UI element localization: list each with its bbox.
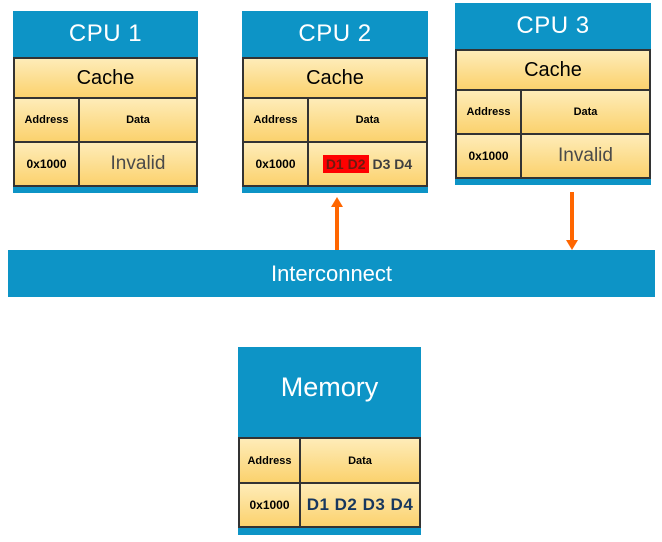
- cpu1-data-value: Invalid: [80, 143, 196, 185]
- cpu3-title: CPU 3: [516, 12, 590, 39]
- cpu1-title: CPU 1: [68, 20, 143, 47]
- arrow-down-icon: [566, 240, 578, 250]
- arrow-up-icon: [331, 197, 343, 207]
- cpu1-address-value: 0x1000: [15, 143, 78, 185]
- memory-title: Memory: [280, 372, 379, 402]
- cpu3-address-value: 0x1000: [457, 135, 520, 177]
- cpu2-data-rest: D3 D4: [372, 156, 413, 172]
- cpu2-title: CPU 2: [298, 20, 372, 47]
- memory-table: Address Data 0x1000 D1 D2 D3 D4: [238, 437, 421, 528]
- memory-address-header: Address: [240, 439, 299, 482]
- cpu3-cache-label: Cache: [457, 51, 649, 89]
- cpu2-address-value: 0x1000: [244, 143, 307, 185]
- cpu3-data-value: Invalid: [522, 135, 649, 177]
- cpu2-address-header: Address: [244, 99, 307, 141]
- cpu2-cache-label: Cache: [244, 59, 426, 97]
- cpu3-block: CPU 3 Cache Address Data 0x1000 Invalid: [455, 3, 651, 185]
- cpu1-cache-table: Cache Address Data 0x1000 Invalid: [13, 57, 198, 187]
- cpu2-cache-table: Cache Address Data 0x1000 D1 D2 D3 D4: [242, 57, 428, 187]
- memory-address-value: 0x1000: [240, 484, 299, 526]
- cpu2-data-highlighted: D1 D2: [322, 155, 369, 173]
- cpu3-data-header: Data: [522, 91, 649, 133]
- cpu2-data-header: Data: [309, 99, 426, 141]
- memory-data-value: D1 D2 D3 D4: [301, 484, 419, 526]
- cpu1-cache-label: Cache: [15, 59, 196, 97]
- cpu2-data-value: D1 D2 D3 D4: [309, 143, 426, 185]
- cpu1-block: CPU 1 Cache Address Data 0x1000 Invalid: [13, 11, 198, 193]
- cpu2-block: CPU 2 Cache Address Data 0x1000 D1 D2 D3…: [242, 11, 428, 193]
- cpu1-data-header: Data: [80, 99, 196, 141]
- memory-data-header: Data: [301, 439, 419, 482]
- cpu2-interconnect-arrow-up: [331, 197, 343, 250]
- cpu1-address-header: Address: [15, 99, 78, 141]
- cpu3-address-header: Address: [457, 91, 520, 133]
- memory-block: Memory Address Data 0x1000 D1 D2 D3 D4: [238, 347, 421, 535]
- cpu3-interconnect-arrow-down: [566, 192, 578, 250]
- cpu3-cache-table: Cache Address Data 0x1000 Invalid: [455, 49, 651, 179]
- interconnect-bar: Interconnect: [8, 250, 655, 297]
